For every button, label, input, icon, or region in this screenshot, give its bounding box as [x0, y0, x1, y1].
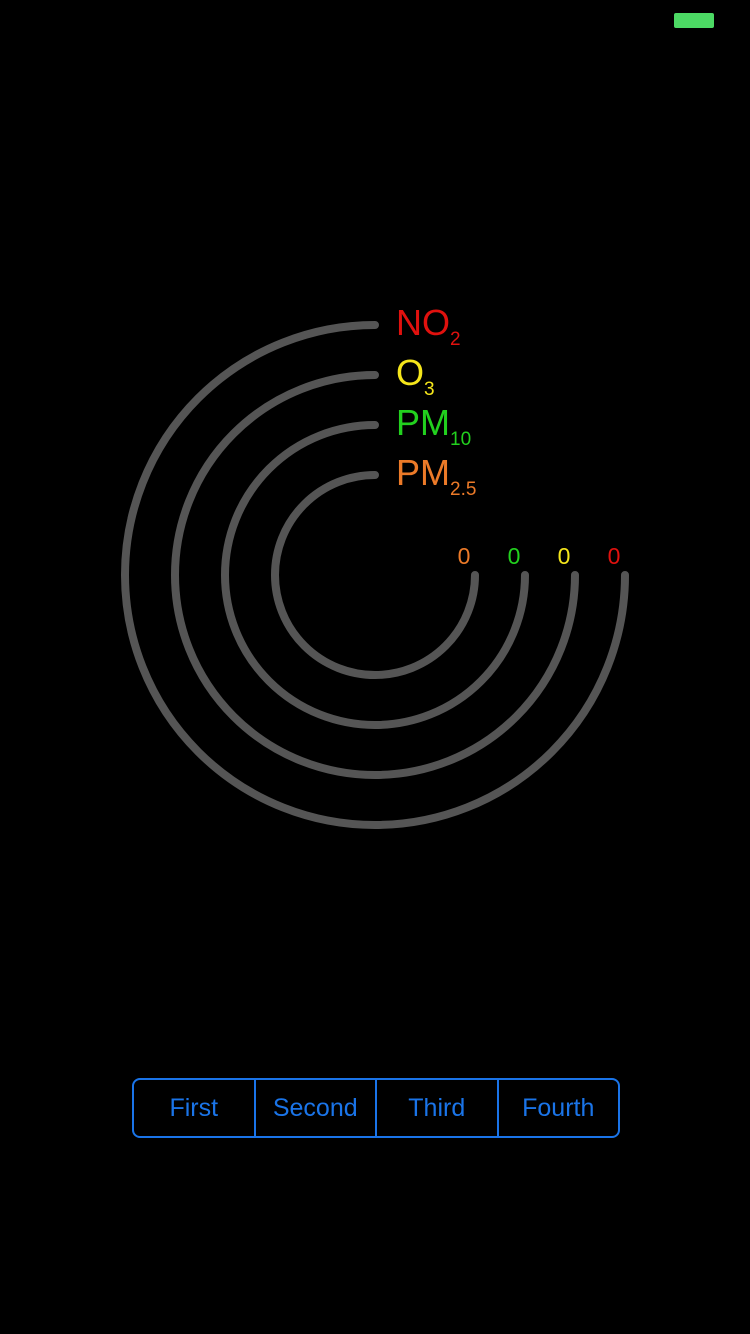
battery-icon — [674, 13, 714, 28]
o3-value: 0 — [557, 543, 571, 569]
o3-label-subscript: 3 — [424, 379, 435, 400]
segmented-control: First Second Third Fourth — [132, 1078, 620, 1138]
pm10-label-subscript: 10 — [450, 429, 472, 450]
pm25-label-subscript: 2.5 — [450, 479, 477, 500]
pm10-label-text: PM — [396, 402, 450, 443]
segment-third[interactable]: Third — [375, 1080, 497, 1136]
pm10-label: PM10 — [396, 402, 471, 450]
no2-label-text: NO — [396, 302, 450, 343]
o3-label-text: O — [396, 352, 425, 393]
pm10-value: 0 — [507, 543, 521, 569]
pm25-label: PM2.5 — [396, 452, 476, 500]
segment-second[interactable]: Second — [253, 1080, 376, 1136]
o3-label: O3 — [396, 352, 435, 400]
no2-label: NO2 — [396, 302, 461, 350]
no2-value: 0 — [607, 543, 621, 569]
ring-track-o3 — [171, 371, 579, 779]
segment-first[interactable]: First — [169, 1093, 219, 1122]
no2-label-subscript: 2 — [450, 329, 461, 350]
ring-track-pm25 — [271, 471, 479, 679]
ring-track-no2 — [121, 321, 629, 829]
segment-fourth[interactable]: Fourth — [496, 1080, 619, 1136]
ring-track-pm10 — [221, 421, 529, 729]
pm25-label-text: PM — [396, 452, 450, 493]
pm25-value: 0 — [457, 543, 471, 569]
